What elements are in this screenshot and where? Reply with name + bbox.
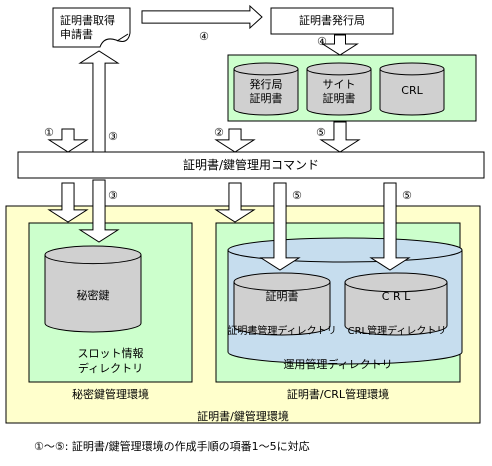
arrow-issuer-to-db	[321, 34, 359, 56]
issuer-db-cylinder-1-label-1: 発行局	[249, 78, 283, 91]
crl-db-cylinder-label-1: C R L	[381, 290, 411, 303]
cert-directory-label: 証明書管理ディレクトリ	[227, 326, 337, 337]
issuer-db-cylinder-2-label-2: 証明書	[322, 92, 356, 105]
secret-env-label: 秘密鍵管理環境	[72, 388, 149, 401]
step-marker-1: ①	[44, 126, 54, 139]
arrow-step2-into-command	[214, 128, 256, 153]
step-marker-5-top: ⑤	[316, 126, 326, 139]
arrow-command-to-env-right	[214, 182, 256, 223]
step-marker-2: ②	[214, 126, 224, 139]
slot-info-label-line2: ディレクトリ	[77, 362, 144, 375]
issuer-db-cylinder-2: サイト証明書	[306, 62, 372, 120]
ops-directory-label: 運用管理ディレクトリ	[283, 358, 393, 371]
issuer-box	[270, 7, 394, 35]
step-marker-5-cert: ⑤	[292, 189, 302, 202]
issuer-db-cylinder-1-label-2: 証明書	[249, 92, 283, 105]
request-document-fold	[116, 33, 129, 42]
arrow-command-to-request	[78, 50, 120, 153]
step-marker-4-horizontal: ④	[199, 30, 209, 43]
step-marker-5-crl: ⑤	[402, 189, 412, 202]
crl-directory-label: CRL管理ディレクトリ	[347, 326, 447, 337]
secret-key-cylinder-label-1: 秘密鍵	[76, 289, 110, 302]
step-marker-3-lower: ③	[108, 189, 118, 202]
issuer-db-cylinder-3-label-1: CRL	[401, 84, 423, 97]
request-document-shape	[52, 7, 131, 48]
issuer-db-cylinder-1: 発行局証明書	[233, 62, 299, 120]
command-bar	[17, 151, 485, 179]
secret-key-cylinder: 秘密鍵	[44, 245, 142, 337]
arrow-command-to-cert-db	[259, 182, 301, 271]
request-document-label-line1: 証明書取得	[60, 14, 115, 27]
slot-info-label-line1: スロット情報	[77, 347, 144, 360]
footnote: ①～⑤: 証明書/鍵管理環境の作成手順の項番1～5に対応	[34, 440, 310, 453]
cert-db-cylinder-label-1: 証明書	[265, 290, 299, 303]
arrow-command-to-env-left	[47, 182, 89, 223]
command-label: 証明書/鍵管理用コマンド	[182, 158, 320, 172]
step-marker-3-upper: ③	[108, 130, 118, 143]
cert-db-cylinder: 証明書	[233, 272, 331, 340]
arrow-command-to-secret-key	[78, 179, 120, 243]
crl-db-cylinder: C R L	[344, 272, 448, 340]
cert-crl-env-label: 証明書/CRL管理環境	[286, 388, 390, 401]
issuer-db-cylinder-2-label-1: サイト	[322, 78, 356, 91]
step-marker-4-vertical: ④	[317, 35, 327, 48]
request-document-label-line2: 申請書	[60, 28, 93, 41]
arrow-request-to-issuer	[141, 4, 263, 30]
outer-env-label: 証明書/鍵管理環境	[197, 410, 289, 423]
arrow-command-to-crl-db	[369, 182, 411, 271]
issuer-db-cylinder-3: CRL	[379, 62, 445, 120]
issuer-label: 証明書発行局	[299, 14, 365, 27]
arrow-db-to-command	[319, 121, 361, 153]
arrow-step1-into-command	[47, 128, 89, 153]
